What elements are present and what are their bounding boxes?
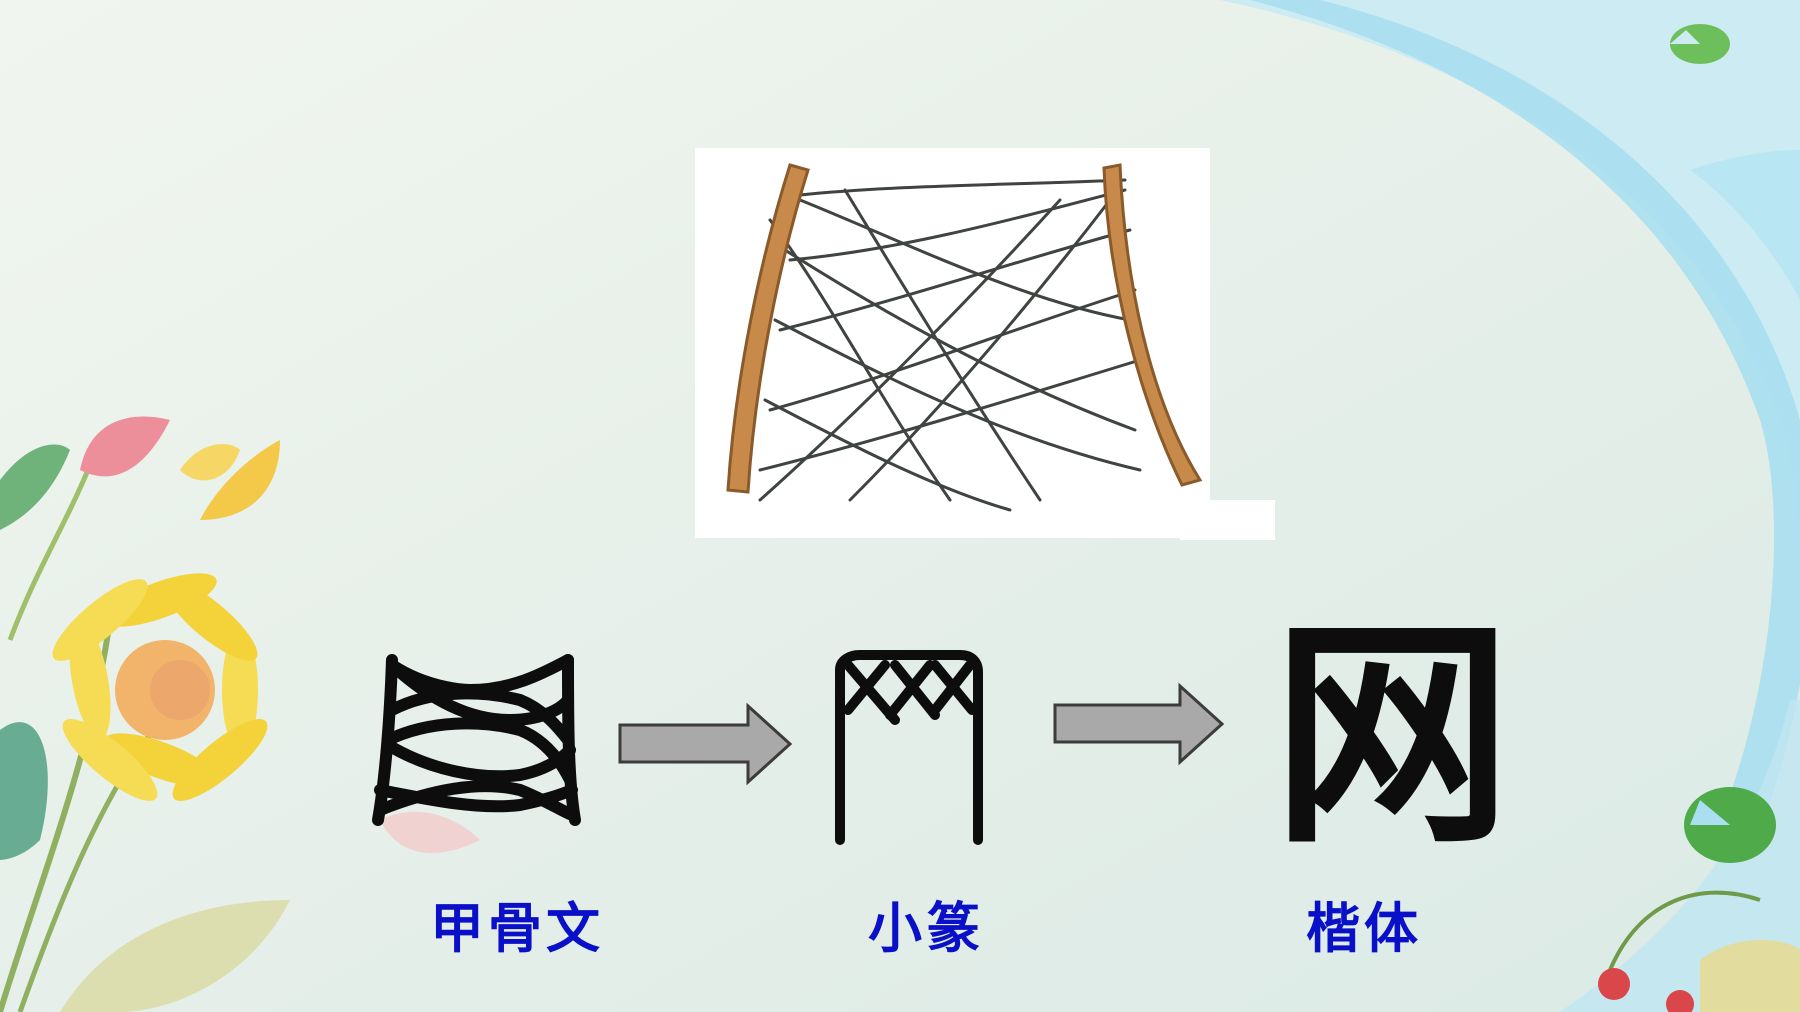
oracle-bone-label: 甲骨文: [430, 896, 604, 960]
flower-decoration: [0, 416, 480, 1012]
berries-decoration: [1598, 890, 1800, 1012]
seal-script-character: [835, 650, 983, 845]
fishing-net-illustration: [695, 148, 1275, 540]
lily-pad-right: [1684, 787, 1776, 863]
lily-pad-top: [1670, 24, 1730, 64]
arrow-seal-to-regular: [1053, 682, 1225, 766]
seal-script-label: 小篆: [868, 896, 984, 960]
regular-script-character: 网: [1272, 594, 1513, 876]
regular-script-label: 楷体: [1306, 896, 1422, 960]
river-decoration: [1220, 0, 1800, 1012]
oracle-bone-character: [372, 654, 581, 826]
arrow-oracle-to-seal: [618, 702, 793, 786]
